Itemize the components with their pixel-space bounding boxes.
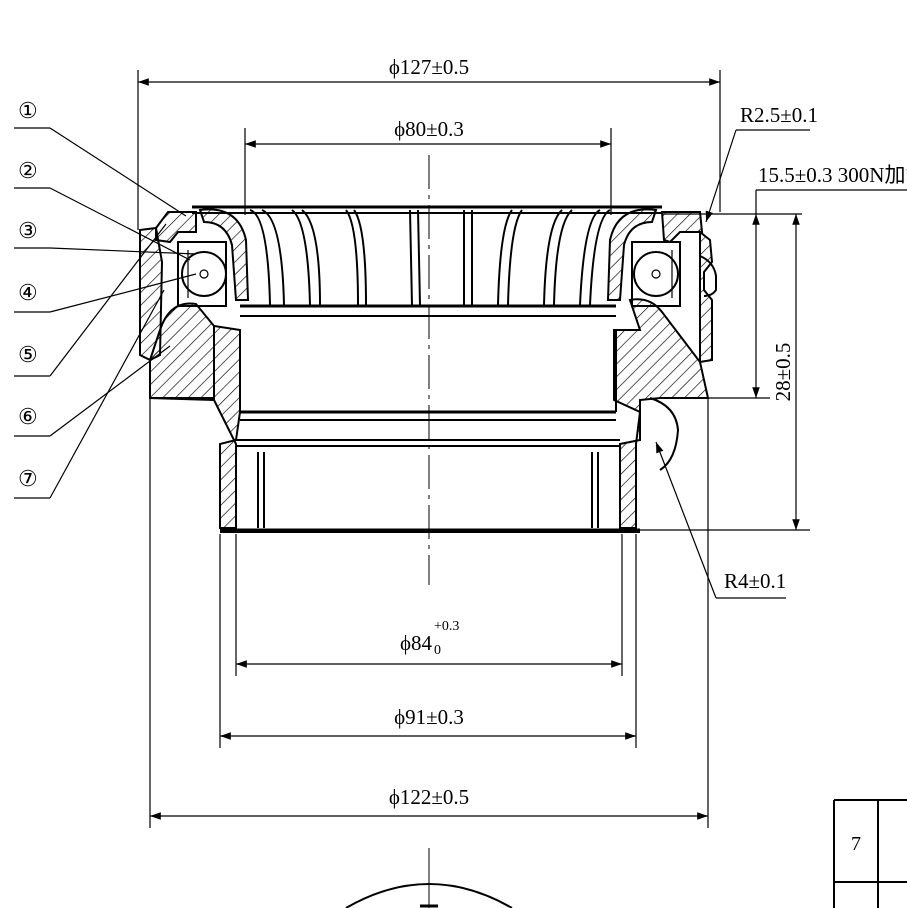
lower-body — [220, 330, 640, 533]
bottom-arc — [345, 883, 513, 908]
dim-mid-diameter: ϕ91±0.3 — [219, 534, 637, 748]
callout-6: ⑥ — [18, 404, 38, 429]
dim-outer-bottom-label: ϕ122±0.5 — [389, 785, 469, 809]
callout-2: ② — [18, 158, 38, 183]
dim-bore-tol-lower: 0 — [434, 643, 441, 658]
upper-seat — [192, 205, 662, 317]
parts-table: 7 — [833, 799, 907, 908]
dim-inner-top: ϕ80±0.3 — [244, 117, 612, 215]
callout-4: ④ — [18, 280, 38, 305]
dim-height-label: 28±0.5 — [771, 343, 795, 402]
dim-bore-label: ϕ84 — [400, 631, 433, 655]
left-housing — [139, 211, 241, 529]
callouts: ① ② ③ ④ ⑤ ⑥ ⑦ — [14, 98, 197, 499]
dim-outer-top-label: ϕ127±0.5 — [389, 55, 469, 79]
callout-1: ① — [18, 98, 38, 123]
dim-outer-top: ϕ127±0.5 — [137, 55, 721, 230]
dim-load-height-label: 15.5±0.3 300N加载 — [758, 163, 907, 187]
dim-bore-tol-upper: +0.3 — [434, 619, 459, 634]
dim-load-height: 15.5±0.3 300N加载 — [662, 163, 907, 399]
dim-outer-bottom: ϕ122±0.5 — [149, 398, 709, 828]
dim-mid-diameter-label: ϕ91±0.3 — [394, 705, 464, 729]
dim-radius-bottom-label: R4±0.1 — [724, 569, 786, 593]
callout-3: ③ — [18, 218, 38, 243]
ribs — [249, 209, 611, 306]
dim-radius-bottom: R4±0.1 — [655, 441, 786, 599]
dim-radius-top-label: R2.5±0.1 — [740, 103, 818, 127]
table-row-label: 7 — [851, 833, 861, 855]
right-housing — [613, 211, 717, 529]
dim-inner-top-label: ϕ80±0.3 — [394, 117, 464, 141]
dim-height: 28±0.5 — [640, 214, 810, 531]
dim-bore: ϕ84 +0.3 0 — [235, 534, 623, 676]
callout-7: ⑦ — [18, 466, 38, 491]
callout-5: ⑤ — [18, 342, 38, 367]
dim-radius-top: R2.5±0.1 — [705, 103, 818, 223]
